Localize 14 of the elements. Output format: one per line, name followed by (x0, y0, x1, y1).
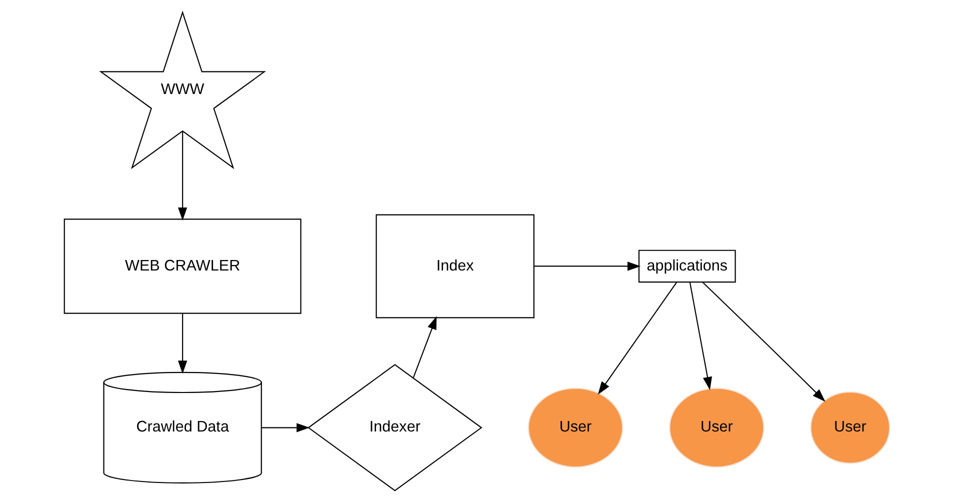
arrow (412, 316, 437, 378)
node-diamond: Indexer (308, 364, 482, 492)
arrow (178, 313, 188, 374)
arrow (689, 282, 712, 390)
node-box: Index (376, 214, 534, 318)
arrow (598, 282, 678, 395)
node-ellipse: User (669, 388, 764, 468)
node-circle: User (810, 392, 890, 464)
arrow (262, 423, 310, 432)
arrow (534, 262, 641, 271)
arrow (702, 282, 826, 402)
node-ellipse: User (528, 388, 624, 468)
node-box: applications (638, 250, 736, 283)
node-box: WEB CRAWLER (64, 218, 302, 314)
